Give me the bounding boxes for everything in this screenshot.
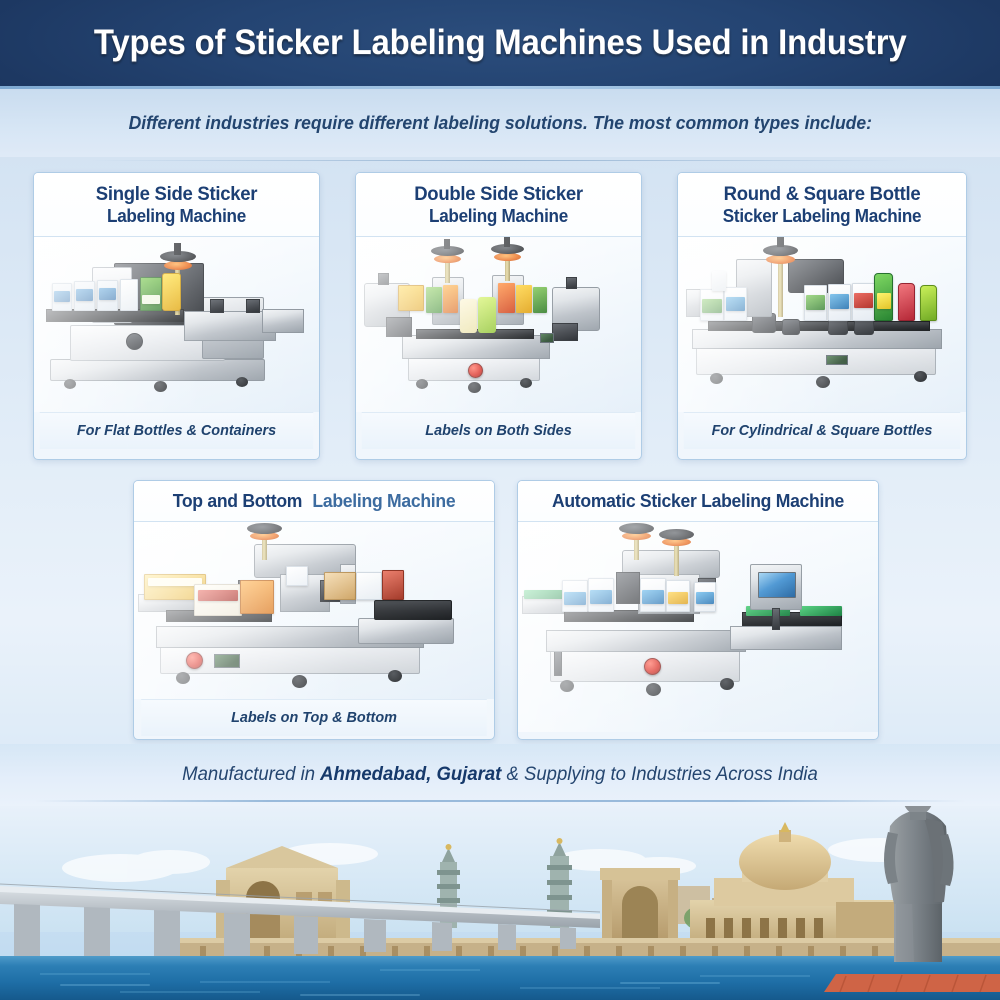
- subtitle-divider: [90, 160, 910, 161]
- emergency-stop-button: [186, 651, 203, 669]
- card-header: Single Side Sticker Labeling Machine: [34, 173, 319, 237]
- card-caption: For Cylindrical & Square Bottles: [683, 411, 961, 449]
- bridge-railing: [0, 883, 601, 913]
- footer-prefix: Manufactured in: [182, 763, 321, 785]
- card-image-double-side: [356, 236, 641, 412]
- card-caption: Labels on Both Sides: [361, 411, 636, 449]
- control-display: [214, 653, 240, 668]
- footer-highlight: Ahmedabad, Gujarat: [320, 763, 502, 785]
- subtitle-text: Different industries require different l…: [128, 112, 872, 133]
- card-title-line1: Double Side Sticker: [414, 183, 583, 205]
- card-image-round-square-bottle: [678, 236, 966, 412]
- card-title: Double Side Sticker Labeling Machine: [373, 183, 625, 226]
- sabarmati-riverfront-bridge: [0, 883, 601, 956]
- card-title-line1: Top and Bottom: [172, 490, 303, 511]
- bridge-piers: [14, 904, 576, 956]
- water-glints: [60, 982, 720, 996]
- card-header: Round & Square Bottle Sticker Labeling M…: [678, 173, 966, 237]
- card-title: Automatic Sticker Labeling Machine: [537, 490, 860, 512]
- emergency-stop-button: [644, 657, 661, 675]
- skyline-illustration: [0, 806, 1000, 1000]
- page-title: Types of Sticker Labeling Machines Used …: [93, 23, 907, 62]
- card-top-and-bottom[interactable]: Top and Bottom Labeling Machine: [133, 480, 495, 740]
- footer-divider: [35, 800, 965, 802]
- footer-band: [0, 744, 1000, 808]
- card-image-single-side: [34, 236, 319, 412]
- card-title-line2: Labeling Machine: [312, 490, 456, 511]
- card-header: Double Side Sticker Labeling Machine: [356, 173, 641, 237]
- walkway: [824, 974, 1000, 992]
- footer-suffix: & Supplying to Industries Across India: [501, 763, 818, 785]
- card-round-square-bottle[interactable]: Round & Square Bottle Sticker Labeling M…: [677, 172, 967, 460]
- card-image-top-and-bottom: [134, 521, 494, 699]
- subtitle-band: Different industries require different l…: [0, 89, 1000, 157]
- card-title: Top and Bottom Labeling Machine: [153, 490, 476, 512]
- card-automatic[interactable]: Automatic Sticker Labeling Machine: [517, 480, 879, 740]
- card-title-line1: Automatic Sticker Labeling Machine: [551, 490, 845, 511]
- card-title-line2: Labeling Machine: [107, 205, 246, 226]
- card-title: Single Side Sticker Labeling Machine: [51, 183, 303, 226]
- header-bar: Types of Sticker Labeling Machines Used …: [0, 0, 1000, 89]
- footer-text: Manufactured in Ahmedabad, Gujarat & Sup…: [25, 763, 975, 786]
- card-caption: For Flat Bottles & Containers: [39, 411, 314, 449]
- skyline-svg: [0, 806, 1000, 1000]
- card-title: Round & Square Bottle Sticker Labeling M…: [695, 183, 950, 226]
- card-title-line1: Round & Square Bottle: [723, 183, 921, 205]
- river-water: [0, 956, 1000, 1000]
- statue-of-unity: [824, 806, 1000, 993]
- emergency-stop-button: [468, 362, 483, 378]
- card-title-line2: Sticker Labeling Machine: [722, 205, 922, 226]
- card-image-automatic: [518, 521, 878, 732]
- hmi-touchscreen: [758, 571, 796, 598]
- card-title-line1: Single Side Sticker: [95, 183, 258, 205]
- arched-gateway: [600, 868, 680, 942]
- card-title-line2: Labeling Machine: [429, 205, 568, 226]
- domed-palace: [690, 822, 912, 944]
- card-header: Automatic Sticker Labeling Machine: [518, 481, 878, 522]
- card-header: Top and Bottom Labeling Machine: [134, 481, 494, 522]
- card-double-side[interactable]: Double Side Sticker Labeling Machine: [355, 172, 642, 460]
- card-single-side[interactable]: Single Side Sticker Labeling Machine: [33, 172, 320, 460]
- card-caption: Labels on Top & Bottom: [141, 698, 487, 736]
